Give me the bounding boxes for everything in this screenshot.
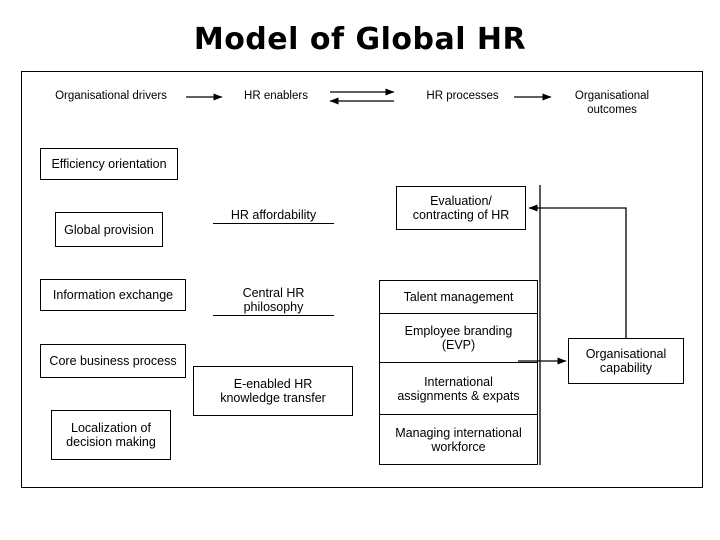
- header-label-hr-enablers: HR enablers: [244, 90, 308, 102]
- node-central-hr-philosophy[interactable]: Central HR philosophy: [213, 272, 334, 316]
- header-label-organisational-outcomes: Organisational outcomes: [574, 90, 650, 116]
- node-employee-branding-evp[interactable]: Employee branding (EVP): [380, 314, 537, 363]
- node-organisational-capability[interactable]: Organisational capability: [568, 338, 684, 384]
- node-localization-of-decision-making[interactable]: Localization of decision making: [51, 410, 171, 460]
- hr-processes-stack: Talent management Employee branding (EVP…: [379, 280, 538, 465]
- node-managing-international-workforce[interactable]: Managing international workforce: [395, 425, 522, 454]
- header-label-organisational-drivers: Organisational drivers: [55, 90, 167, 102]
- node-efficiency-orientation[interactable]: Efficiency orientation: [40, 148, 178, 180]
- node-talent-management[interactable]: Talent management: [380, 281, 537, 314]
- node-international-assignments-expats[interactable]: International assignments & expats: [380, 363, 537, 415]
- node-evaluation-contracting-of-hr[interactable]: Evaluation/ contracting of HR: [396, 186, 526, 230]
- node-hr-affordability[interactable]: HR affordability: [213, 196, 334, 224]
- node-core-business-process[interactable]: Core business process: [40, 344, 186, 378]
- node-e-enabled-hr-knowledge-transfer[interactable]: E-enabled HR knowledge transfer: [193, 366, 353, 416]
- node-global-provision[interactable]: Global provision: [55, 212, 163, 247]
- page-title: Model of Global HR: [193, 22, 527, 57]
- node-information-exchange[interactable]: Information exchange: [40, 279, 186, 311]
- header-label-hr-processes: HR processes: [426, 90, 499, 102]
